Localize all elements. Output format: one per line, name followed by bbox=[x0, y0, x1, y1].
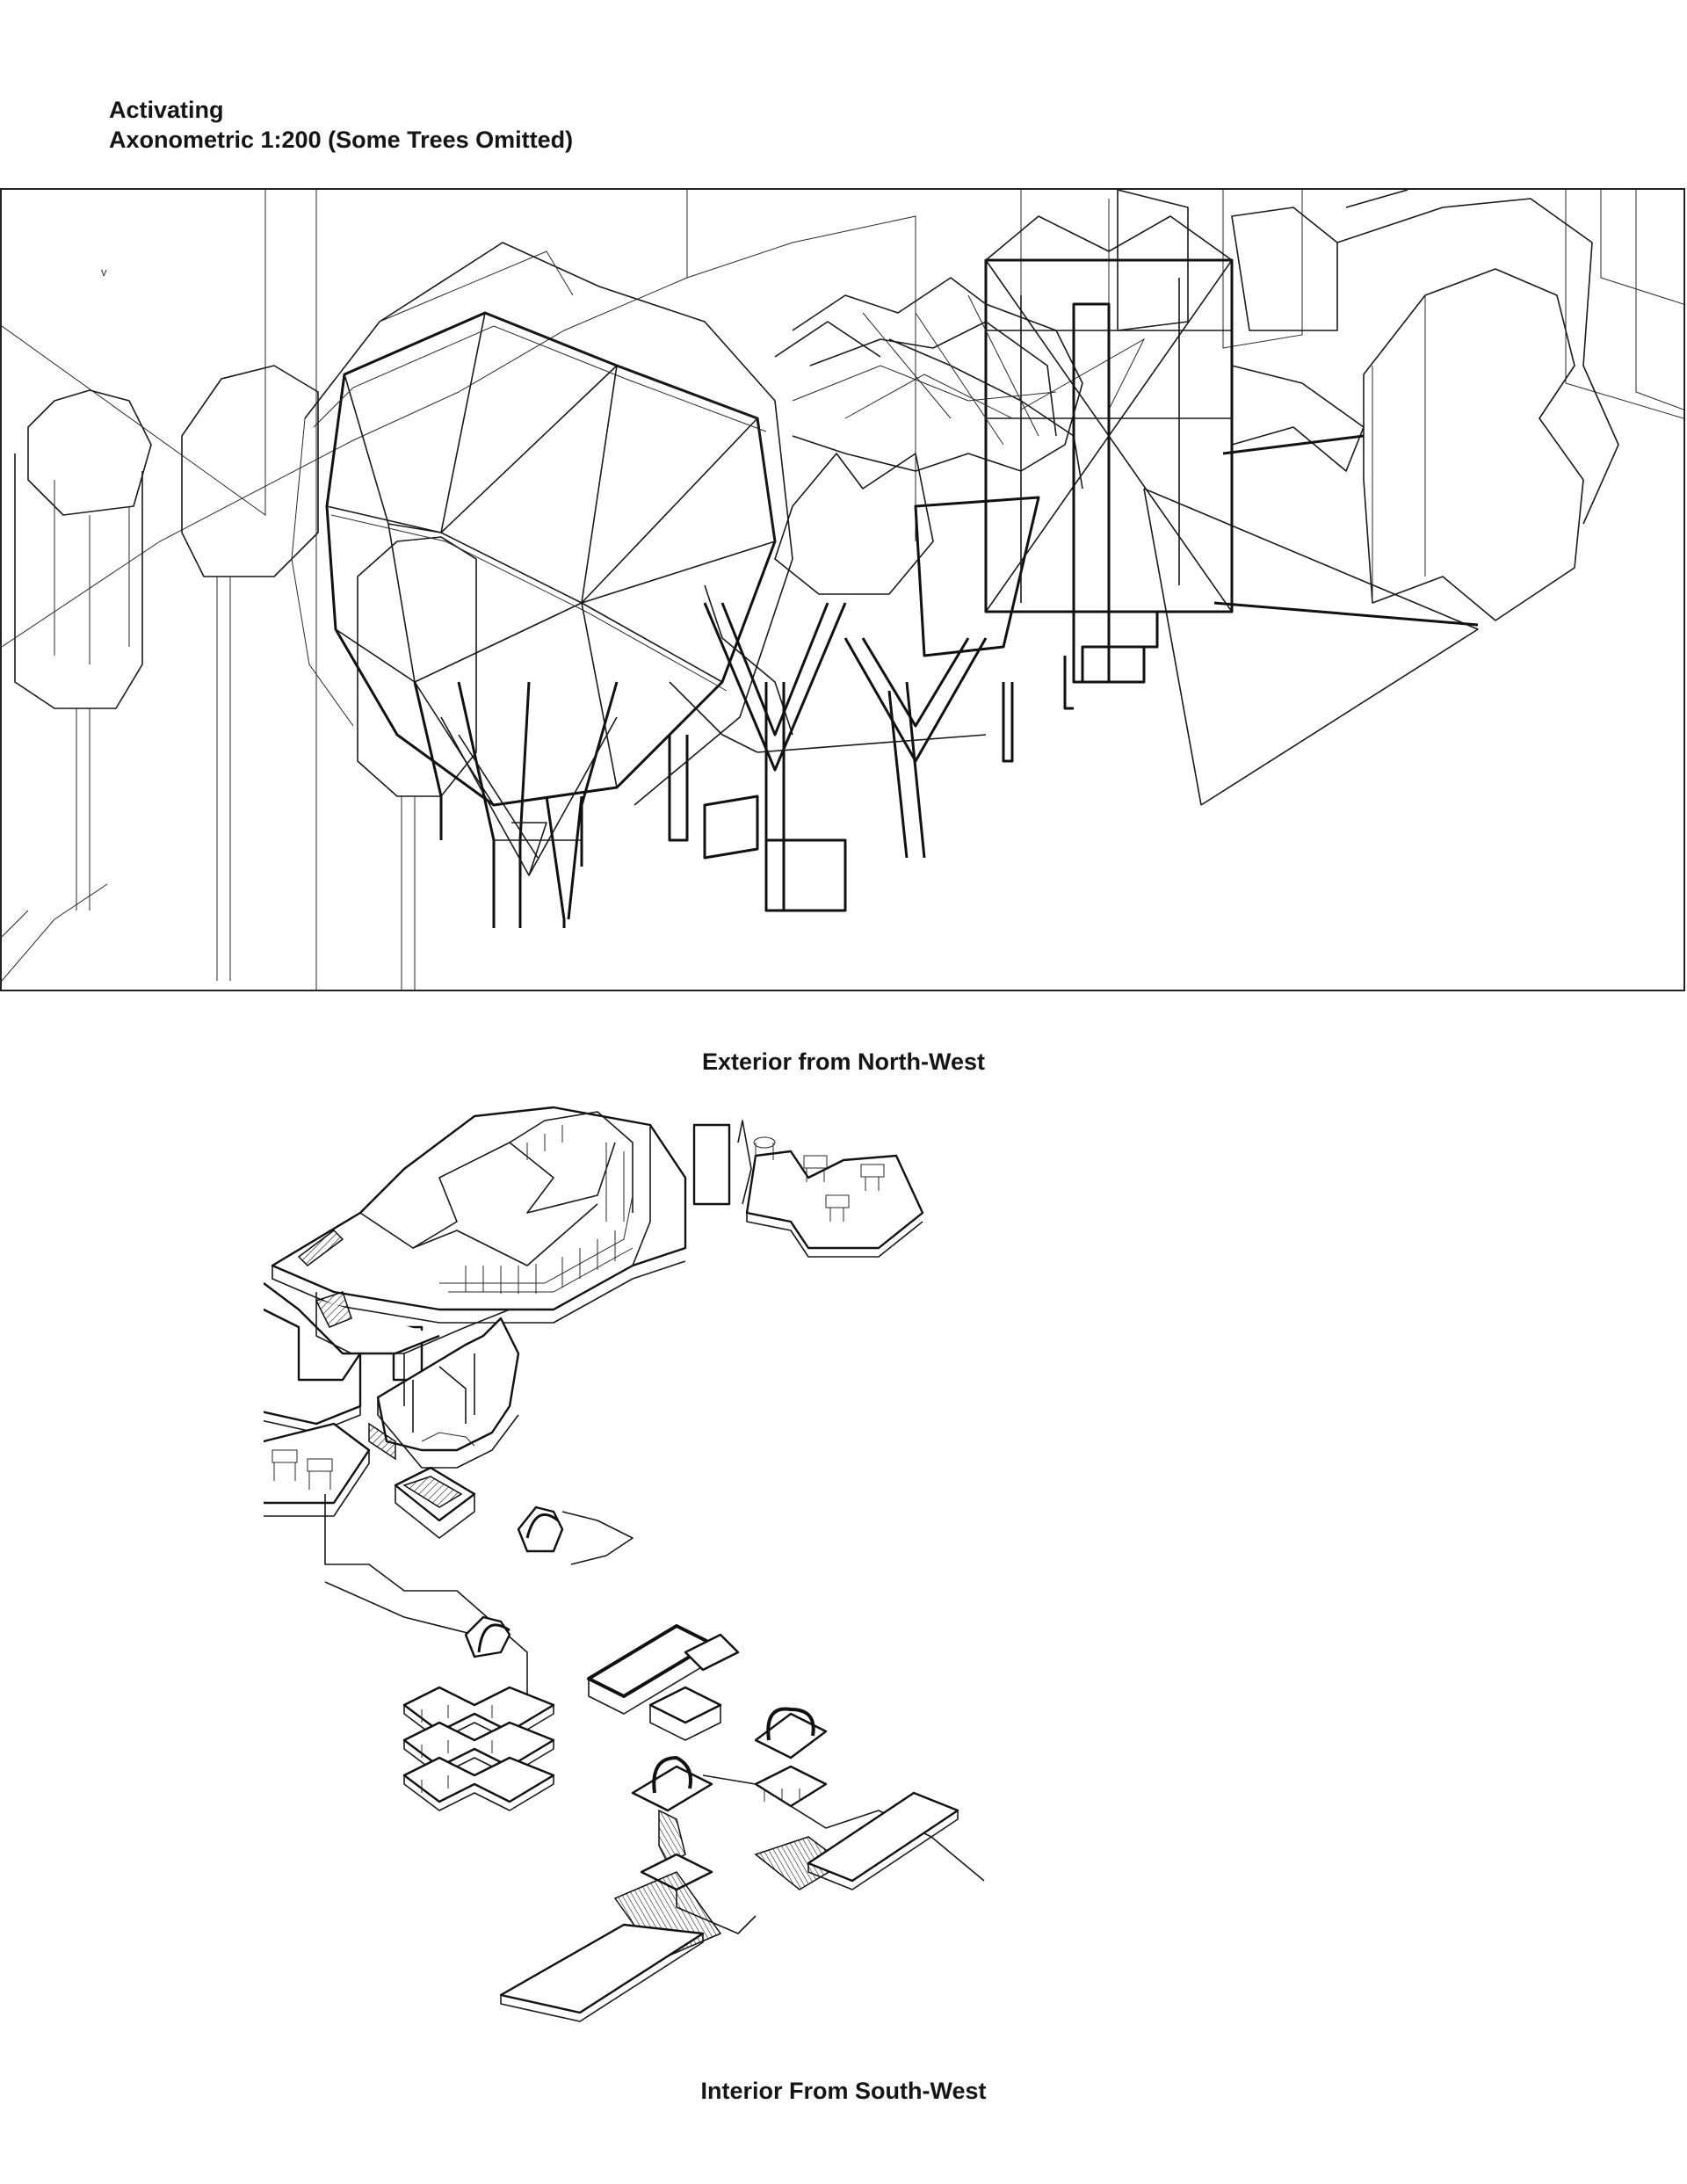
cafe-platform-left bbox=[264, 1308, 371, 1517]
exterior-axonometric-drawing: v bbox=[0, 188, 1685, 991]
interior-linework bbox=[264, 1106, 985, 2022]
exterior-caption: Exterior from North-West bbox=[701, 1048, 986, 1075]
gallery-room bbox=[368, 1317, 520, 1469]
tree-columns bbox=[703, 602, 1074, 912]
annotation-mark: v bbox=[101, 265, 107, 279]
page-title-block: Activating Axonometric 1:200 (Some Trees… bbox=[109, 95, 573, 155]
geodesic-sphere bbox=[291, 242, 793, 807]
drawing-type-title: Axonometric 1:200 (Some Trees Omitted) bbox=[109, 127, 574, 153]
stacked-terraces bbox=[402, 1686, 555, 1811]
branching-columns bbox=[413, 584, 793, 928]
interior-axonometric-drawing bbox=[264, 1090, 1459, 2057]
lattice-tower bbox=[984, 215, 1365, 684]
exterior-linework bbox=[2, 190, 1683, 990]
interior-caption: Interior From South-West bbox=[700, 2078, 987, 2104]
office-block bbox=[587, 1624, 740, 1741]
cafe-platform-top bbox=[745, 1136, 924, 1258]
project-title: Activating bbox=[109, 97, 224, 123]
